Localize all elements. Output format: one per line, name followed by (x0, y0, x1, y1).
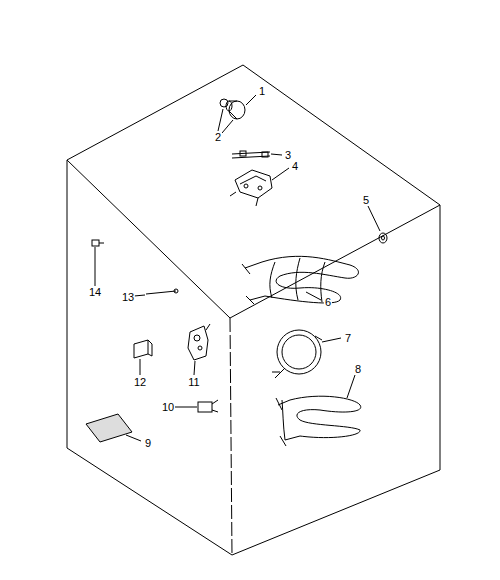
bracket (134, 340, 152, 358)
broil-element (242, 256, 358, 304)
callout-number: 13 (121, 292, 135, 303)
convection-element (272, 330, 322, 378)
callout-number: 2 (214, 132, 222, 143)
callout-number: 8 (354, 364, 362, 375)
cabinet-outline (67, 65, 440, 555)
relay (188, 324, 210, 360)
terminal-block (230, 170, 272, 206)
nut (379, 233, 387, 243)
callout-number: 3 (284, 150, 292, 161)
callout-number: 5 (362, 195, 370, 206)
callout-number: 10 (161, 402, 175, 413)
callout-number: 6 (324, 297, 332, 308)
callout-number: 4 (291, 161, 299, 172)
wire-rods (232, 151, 270, 158)
bake-element (276, 396, 361, 446)
leader-lines (95, 95, 380, 441)
callout-number: 11 (187, 377, 200, 388)
probe-sensor (146, 289, 178, 294)
lamp-parts (220, 99, 245, 119)
insulation-plate (86, 414, 132, 442)
callout-number: 7 (344, 333, 352, 344)
callout-number: 1 (258, 86, 266, 97)
callout-number: 9 (144, 438, 152, 449)
callout-number: 14 (88, 287, 102, 298)
switch (198, 400, 218, 412)
connector (92, 240, 104, 246)
callout-number: 12 (133, 377, 147, 388)
